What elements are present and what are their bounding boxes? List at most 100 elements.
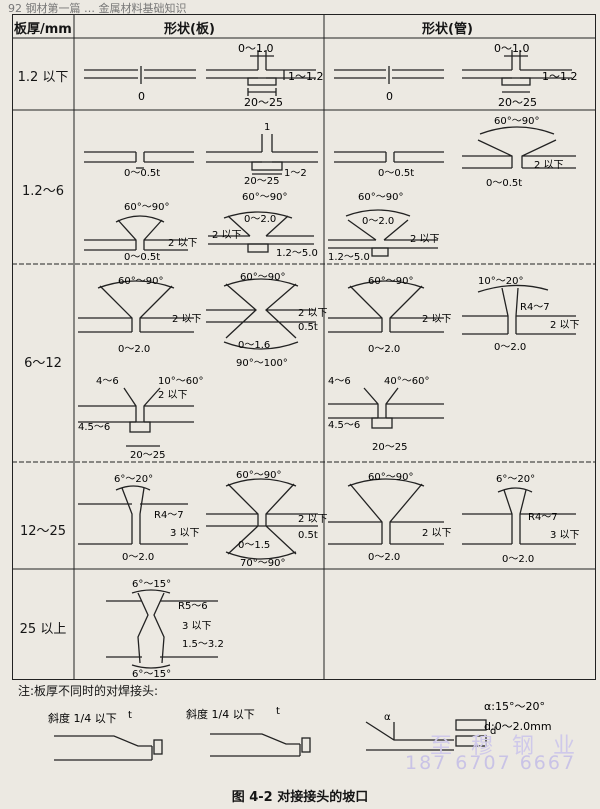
label-pipe-gap-0-2.0: 0～2.0 — [362, 216, 394, 227]
groove-table: 板厚/mm 形状(板) 形状(管) 1.2 以下 1.2～6 6～12 12～2… — [12, 14, 596, 680]
label-pipe-le2: 2 以下 — [534, 160, 564, 171]
label-r3p-r4-7: R4～7 — [520, 302, 550, 313]
label-r3-4.5-6: 4.5～6 — [78, 422, 110, 433]
row2-plate-figures: 0～0.5t 1 20～25 1～2 60°～90° 2 以下 0～0.5t 6… — [84, 122, 318, 263]
label-r4-r4-7: R4～7 — [154, 510, 184, 521]
label-r5-1.5-3.2: 1.5～3.2 — [182, 639, 224, 650]
label-r4-le2: 2 以下 — [298, 514, 328, 525]
header-pipe-shape: 形状(管) — [422, 22, 473, 37]
label-r3-gap-0-2.0: 0～2.0 — [118, 344, 150, 355]
running-header: 92 钢材第一篇 … 金属材料基础知识 — [8, 2, 187, 15]
label-r3-angle-90-100: 90°～100° — [236, 358, 288, 369]
label-r4-0.5t: 0.5t — [298, 530, 318, 541]
row1-plate-figures: 0 0～1.0 20～25 1～1.2 — [84, 42, 324, 109]
notes-title: 注:板厚不同时的对焊接头: — [18, 684, 159, 698]
row-thickness-5: 25 以上 — [19, 622, 67, 637]
row4-plate-figures: 6°～20° R4～7 3 以下 0～2.0 60°～90° 2 以下 0.5t… — [78, 470, 328, 569]
row5-plate-figures: 6°～15° R5～6 3 以下 1.5～3.2 6°～15° — [106, 579, 224, 680]
note-slope-2: 斜度 1/4 以下 — [186, 707, 255, 721]
note-slope-1: 斜度 1/4 以下 — [48, 711, 117, 725]
label-r3-le2-b: 2 以下 — [298, 308, 328, 319]
label-r3-width-20-25: 20～25 — [130, 450, 165, 461]
label-r3-0.5t: 0.5t — [298, 322, 318, 333]
note-d-spec: d:0～2.0mm — [484, 720, 552, 733]
label-r3-angle-10-60: 10°～60° — [158, 376, 203, 387]
label-r3p-gap-0-2.0: 0～2.0 — [368, 344, 400, 355]
label-pipe-gap-0-0.5t-b: 0～0.5t — [486, 178, 522, 189]
label-r3p-angle-40-60: 40°～60° — [384, 376, 429, 387]
label-le2-a: 2 以下 — [168, 238, 198, 249]
label-r4-gap-0-2.0: 0～2.0 — [122, 552, 154, 563]
label-r5-r5-6: R5～6 — [178, 601, 208, 612]
figure-caption: 图 4-2 对接接头的坡口 — [231, 790, 369, 805]
label-gap-0-1-pipe: 0～1.0 — [494, 42, 530, 55]
label-r3p-width-20-25: 20～25 — [372, 442, 407, 453]
label-r3-le2-c: 2 以下 — [158, 390, 188, 401]
row-thickness-4: 12～25 — [19, 524, 67, 539]
label-r5-le3: 3 以下 — [182, 621, 212, 632]
label-r3p-angle-10-20: 10°～20° — [478, 276, 523, 287]
notes-figures: 斜度 1/4 以下 t 斜度 1/4 以下 t α d α:15°～20° d:… — [48, 700, 552, 761]
label-r3-angle-60-90-b: 60°～90° — [240, 272, 285, 283]
header-thickness: 板厚/mm — [14, 22, 72, 37]
label-gap-0-0.5t: 0～0.5t — [124, 168, 160, 179]
row4-pipe-figures: 60°～90° 2 以下 0～2.0 6°～20° R4～7 3 以下 0～2.… — [328, 472, 580, 565]
label-angle-60-90-a: 60°～90° — [124, 202, 169, 213]
label-width-20-25-r2: 20～25 — [244, 176, 279, 187]
label-r4p-le2: 2 以下 — [422, 528, 452, 539]
note-t-2: t — [276, 706, 280, 717]
row-thickness-3: 6～12 — [24, 356, 62, 371]
label-r4-angle-70-90: 70°～90° — [240, 558, 285, 569]
label-r3-gap-0-1.6: 0～1.6 — [238, 340, 270, 351]
label-r5-angle-6-15-bottom: 6°～15° — [132, 669, 171, 680]
label-r3p-4-6: 4～6 — [328, 376, 351, 387]
table-grid — [12, 14, 596, 680]
label-r5-angle-6-15-top: 6°～15° — [132, 579, 171, 590]
label-r3p-gap-0-2.0-b: 0～2.0 — [494, 342, 526, 353]
label-width-20-25: 20～25 — [244, 96, 283, 109]
label-r4p-r4-7: R4～7 — [528, 512, 558, 523]
label-r3p-le2-b: 2 以下 — [550, 320, 580, 331]
note-d: d — [490, 726, 496, 737]
label-r4p-angle-6-20: 6°～20° — [496, 474, 535, 485]
label-r4-le3: 3 以下 — [170, 528, 200, 539]
label-1.2-5.0-a: 1.2～5.0 — [276, 248, 318, 259]
note-alpha: α — [384, 712, 391, 723]
label-pipe-angle-60-90-b: 60°～90° — [358, 192, 403, 203]
header-plate-shape: 形状(板) — [164, 22, 215, 37]
watermark-phone: 187 6707 6667 — [405, 752, 577, 774]
label-1-1.2: 1～1.2 — [288, 70, 324, 83]
label-r4-angle-60-90: 60°～90° — [236, 470, 281, 481]
label-angle-60-90-b: 60°～90° — [242, 192, 287, 203]
row3-plate-figures: 60°～90° 2 以下 0～2.0 60°～90° 2 以下 0.5t 0～1… — [78, 272, 328, 461]
label-width-20-25-pipe: 20～25 — [498, 96, 537, 109]
label-one: 1 — [264, 122, 270, 133]
row1-pipe-figures: 0 0～1.0 20～25 1～1.2 — [334, 42, 578, 109]
note-alpha-spec: α:15°～20° — [484, 700, 545, 713]
label-r3-4-6: 4～6 — [96, 376, 119, 387]
label-r3p-4.5-6: 4.5～6 — [328, 420, 360, 431]
row2-pipe-figures: 0～0.5t 60°～90° 2 以下 0～0.5t 60°～90° 0～2.0… — [328, 116, 576, 263]
label-pipe-1.2-5.0: 1.2～5.0 — [328, 252, 370, 263]
label-r3-angle-60-90: 60°～90° — [118, 276, 163, 287]
row-thickness-1: 1.2 以下 — [17, 70, 69, 85]
label-r3p-angle-60-90: 60°～90° — [368, 276, 413, 287]
label-gap-0-2.0-a: 0～2.0 — [244, 214, 276, 225]
row-thickness-2: 1.2～6 — [22, 184, 64, 199]
watermark-company: 至 穆 钢 业 — [430, 734, 581, 759]
label-1-2: 1～2 — [284, 168, 307, 179]
label-r3p-le2: 2 以下 — [422, 314, 452, 325]
label-r4p-angle-60-90: 60°～90° — [368, 472, 413, 483]
label-1-1.2-pipe: 1～1.2 — [542, 70, 578, 83]
label-zero: 0 — [138, 90, 145, 103]
label-le2-b: 2 以下 — [212, 230, 242, 241]
label-r4-gap-0-1.5: 0～1.5 — [238, 540, 270, 551]
label-pipe-gap-0-0.5t: 0～0.5t — [378, 168, 414, 179]
label-gap-0-0.5t-b: 0～0.5t — [124, 252, 160, 263]
label-zero-pipe: 0 — [386, 90, 393, 103]
label-r3-le2: 2 以下 — [172, 314, 202, 325]
row3-pipe-figures: 60°～90° 2 以下 0～2.0 10°～20° R4～7 2 以下 0～2… — [328, 276, 580, 453]
label-gap-0-1: 0～1.0 — [238, 42, 274, 55]
note-t-1: t — [128, 710, 132, 721]
